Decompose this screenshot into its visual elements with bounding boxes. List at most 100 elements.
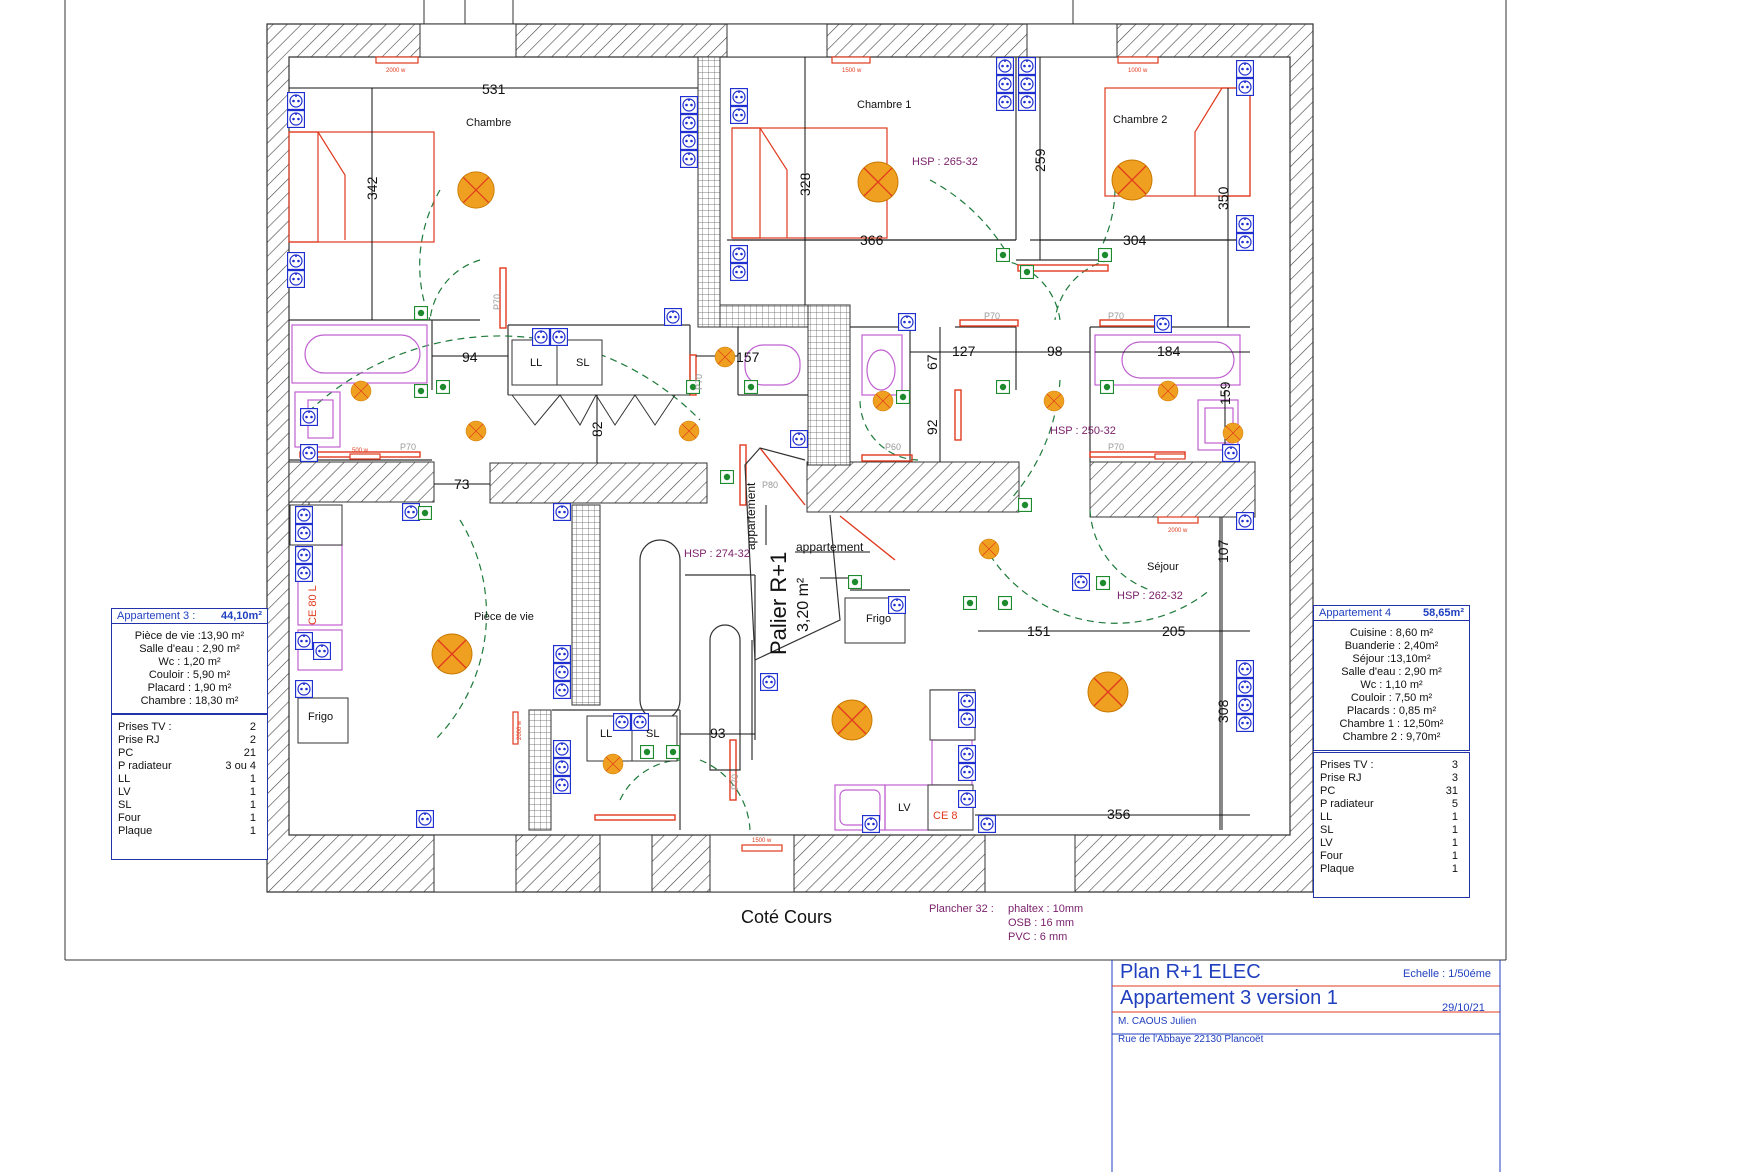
dim-label: 67 <box>924 354 940 370</box>
door-label: P70 <box>400 442 416 452</box>
door-label: P70 <box>1108 442 1124 452</box>
dim-label: 82 <box>589 421 605 437</box>
outlet-icon <box>553 758 571 776</box>
switch-icon <box>1100 380 1114 394</box>
switch-icon <box>996 248 1010 262</box>
outlet-icon <box>898 313 916 331</box>
room-label-chambre2: Chambre 2 <box>1113 114 1167 126</box>
outlet-icon <box>730 106 748 124</box>
outlet-icon <box>1222 444 1240 462</box>
outlet-icon <box>287 252 305 270</box>
radiator-labels: 2000 w 1500 w 1000 w 2000 w 1500 w 500 w… <box>352 68 1188 844</box>
lamp-icon <box>678 420 700 442</box>
legend-value: 3 ou 4 <box>225 760 256 772</box>
legend-name: Plaque <box>1320 863 1355 875</box>
dim-label: 328 <box>797 172 813 196</box>
room-label-piece-de-vie: Pièce de vie <box>474 611 534 623</box>
area-item: Salle d'eau : 2,90 m² <box>139 643 240 655</box>
door-label: P70 <box>730 774 740 790</box>
switch-icon <box>666 745 680 759</box>
outlet-icon <box>978 815 996 833</box>
hsp-label: HSP : 250-32 <box>1050 425 1116 437</box>
outlet-icon <box>1236 696 1254 714</box>
switch-icon <box>744 380 758 394</box>
lamp-icon <box>1157 380 1179 402</box>
area-item: Placard : 1,90 m² <box>147 682 232 694</box>
outlet-icon <box>888 596 906 614</box>
plancher-line: phaltex : 10mm <box>1008 903 1083 915</box>
ce80-label-left: CE 80 L <box>307 585 319 625</box>
radiator-label: 1000 w <box>1128 68 1148 74</box>
outlet-icon <box>295 632 313 650</box>
legend-name: LV <box>1320 837 1333 849</box>
dim-label: 304 <box>1123 232 1147 248</box>
outlet-icon <box>613 713 631 731</box>
legend-name: Prises TV : <box>118 721 172 733</box>
outlet-icon <box>958 710 976 728</box>
outlet-icon <box>1236 60 1254 78</box>
area-item: Couloir : 5,90 m² <box>148 669 231 681</box>
door-label: P60 <box>885 442 901 452</box>
outlet-icon <box>790 430 808 448</box>
dim-label: 107 <box>1215 539 1231 563</box>
outlet-icon <box>1018 57 1036 75</box>
door-label: P70 <box>694 374 704 390</box>
legend-value: 1 <box>249 773 256 785</box>
palier-area: 3,20 m² <box>795 577 812 632</box>
plancher-label: Plancher 32 : <box>929 903 994 915</box>
outlet-icon <box>958 763 976 781</box>
legend-name: Four <box>1320 850 1343 862</box>
dimension-labels: 531 342 328 366 259 304 350 94 157 127 9… <box>364 81 1233 822</box>
radiator-label: 2000 w <box>517 720 523 740</box>
beds <box>288 87 1251 243</box>
door-label: P70 <box>984 311 1000 321</box>
outlet-icon <box>996 57 1014 75</box>
cote-cours-label: Coté Cours <box>741 907 832 927</box>
lamp-icon <box>872 390 894 412</box>
outlet-icon <box>680 132 698 150</box>
legend-row: LL 1 <box>118 773 261 786</box>
outlet-icon <box>550 328 568 346</box>
legend-value: 1 <box>249 812 256 824</box>
area-item: Chambre 1 : 12,50m² <box>1339 718 1444 730</box>
outlet-icon <box>295 680 313 698</box>
outlet-icon <box>1236 78 1254 96</box>
radiator-label: 1500 w <box>842 68 862 74</box>
apt3-total: 44,10m² <box>221 610 262 622</box>
plancher-line: PVC : 6 mm <box>1008 931 1067 943</box>
dim-label: 157 <box>736 349 760 365</box>
legend-row: Prises TV :3 <box>1320 759 1463 772</box>
dim-label: 205 <box>1162 623 1186 639</box>
room-label-sejour: Séjour <box>1147 561 1179 573</box>
legend-name: SL <box>1320 824 1334 836</box>
legend-value: 5 <box>1451 798 1458 810</box>
hsp-label: HSP : 274-32 <box>684 548 750 560</box>
dim-label: 98 <box>1047 343 1063 359</box>
ll-label-a: LL <box>530 357 542 369</box>
legend-value: 1 <box>249 825 256 837</box>
legend-name: LL <box>118 773 131 785</box>
legend-value: 3 <box>1451 759 1458 771</box>
area-item: Wc : 1,10 m² <box>1360 679 1423 691</box>
outlet-icon <box>680 150 698 168</box>
legend-name: PC <box>1320 785 1336 797</box>
outlet-icon <box>1018 93 1036 111</box>
appliances <box>289 339 976 831</box>
outlet-icon <box>664 308 682 326</box>
legend-value: 2 <box>249 721 256 733</box>
legend-value: 1 <box>249 799 256 811</box>
dim-label: 159 <box>1217 381 1233 405</box>
outlet-icon <box>958 790 976 808</box>
room-labels: Chambre Chambre 1 Chambre 2 Pièce de vie… <box>307 99 1179 822</box>
legend-value: 1 <box>1451 837 1458 849</box>
outlet-icon <box>1236 660 1254 678</box>
dim-label: 93 <box>710 725 726 741</box>
